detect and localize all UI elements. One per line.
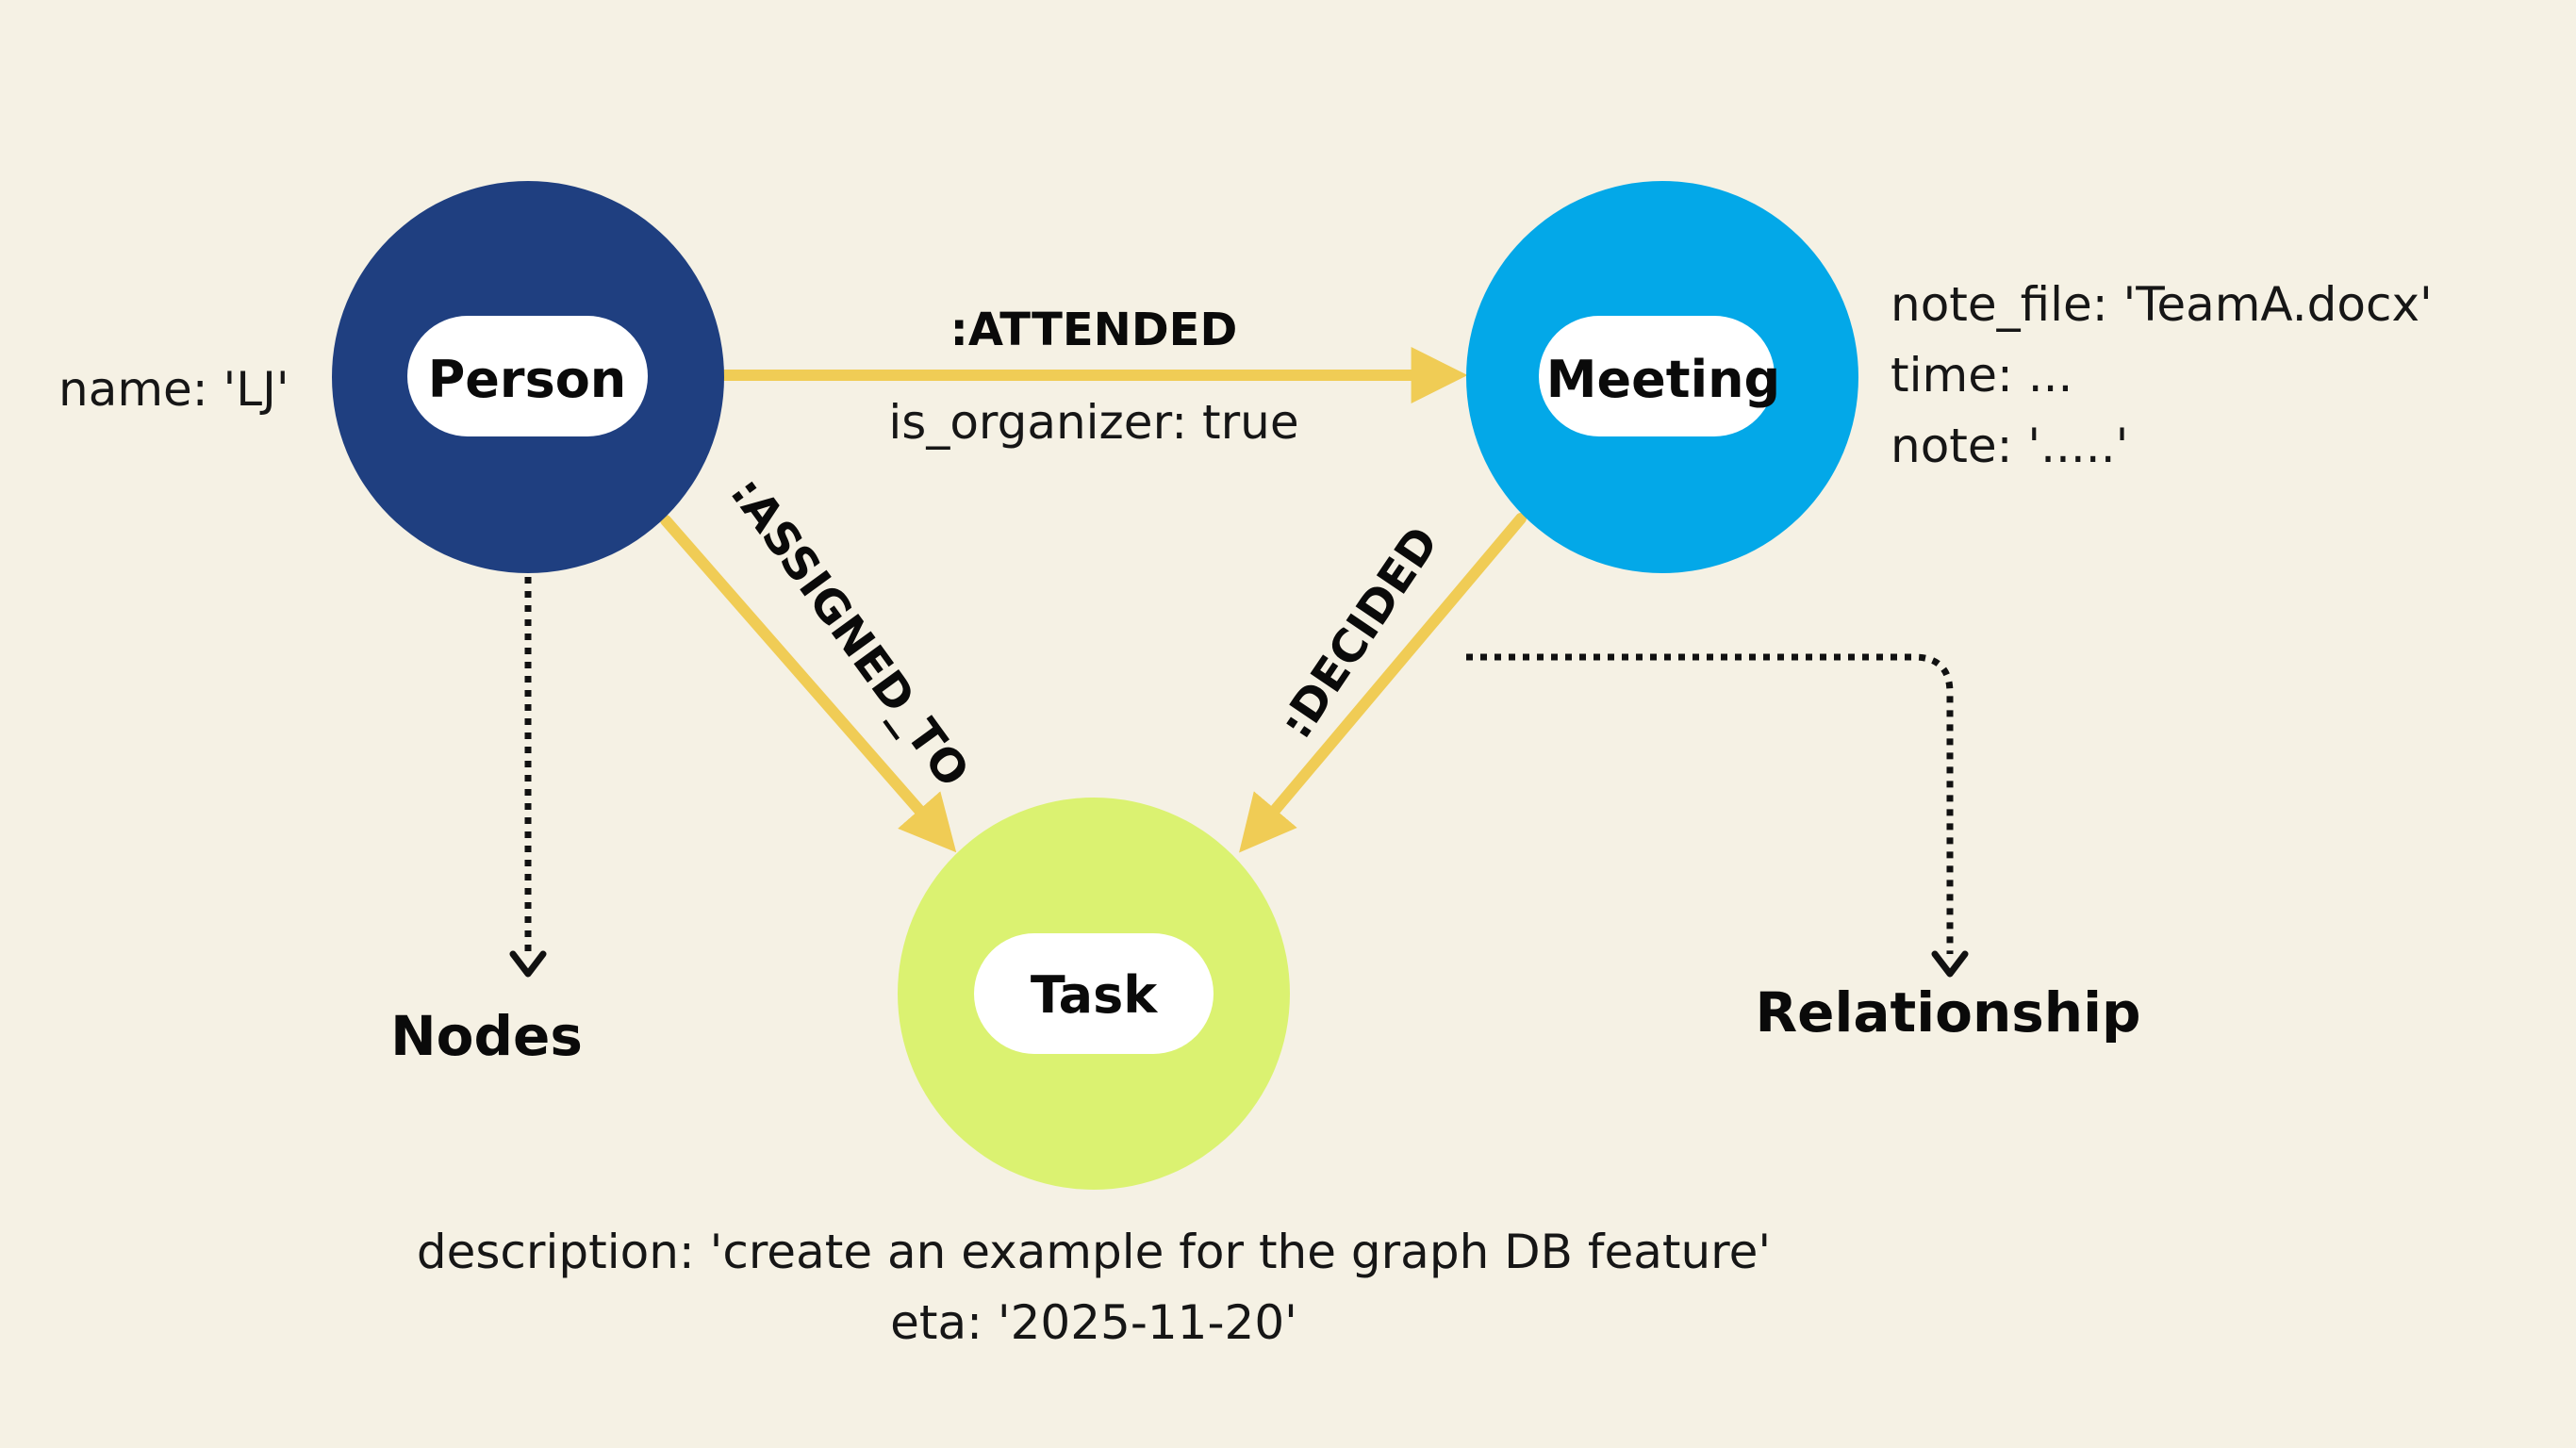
- decided-edge: [1239, 513, 1527, 853]
- person-property: name: 'LJ': [58, 362, 289, 417]
- meeting-property-time: time: ...: [1891, 348, 2072, 403]
- task-node-label: Task: [1031, 965, 1158, 1025]
- meeting-pill: [1539, 316, 1775, 436]
- task-property-description: description: 'create an example for the …: [417, 1225, 1771, 1279]
- assigned-to-edge: [660, 515, 957, 853]
- relationship-pointer-line: [1466, 653, 1954, 954]
- legend-nodes: Nodes: [390, 1004, 583, 1068]
- legend-relationship: Relationship: [1756, 980, 2141, 1045]
- task-pill: [974, 933, 1214, 1054]
- meeting-node-label: Meeting: [1546, 350, 1780, 409]
- person-node-label: Person: [428, 350, 627, 409]
- attended-property: is_organizer: true: [888, 395, 1298, 450]
- person-pill: [407, 316, 648, 436]
- relationship-pointer-arrowhead: [1931, 950, 1969, 978]
- meeting-property-note: note: '.....': [1891, 419, 2128, 473]
- nodes-pointer-arrowhead: [509, 950, 547, 978]
- meeting-property-note-file: note_file: 'TeamA.docx': [1891, 277, 2433, 332]
- attended-label: :ATTENDED: [950, 304, 1238, 356]
- task-property-eta: eta: '2025-11-20': [890, 1295, 1297, 1350]
